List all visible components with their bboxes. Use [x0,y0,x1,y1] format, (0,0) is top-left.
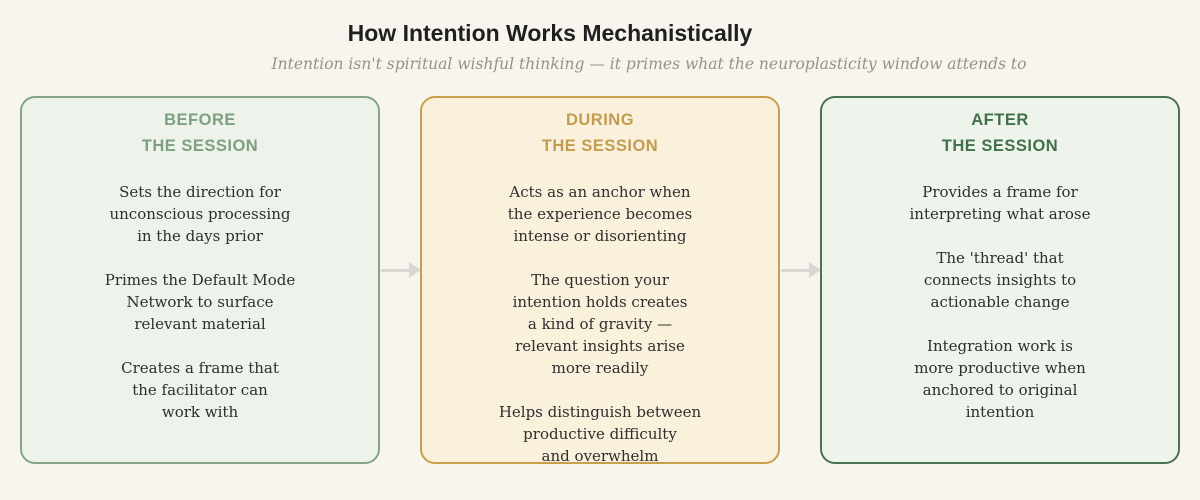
card-before-heading: BEFORE THE SESSION [141,111,259,155]
card-after-paragraph-1: Provides a frame for interpreting what a… [909,183,1091,223]
card-after-session: AFTER THE SESSION Provides a frame for i… [820,96,1180,464]
flow-arrow-during-to-after-icon [781,262,821,278]
card-before-paragraph-2: Primes the Default Mode Network to surfa… [104,271,296,333]
card-during-paragraph-1: Acts as an anchor when the experience be… [507,183,693,245]
card-after-paragraph-3: Integration work is more productive when… [914,337,1086,421]
card-before-paragraph-1: Sets the direction for unconscious proce… [109,183,291,245]
card-during-paragraph-3: Helps distinguish between productive dif… [498,403,702,465]
card-during-paragraph-2: The question your intention holds create… [512,271,688,377]
page-subtitle: Intention isn't spiritual wishful thinki… [271,55,1027,73]
arrow-line [781,268,812,272]
arrow-head [809,262,821,278]
arrow-line [381,268,412,272]
card-after-paragraph-2: The 'thread' that connects insights to a… [923,249,1077,311]
arrow-head [409,262,421,278]
card-after-heading: AFTER THE SESSION [941,111,1059,155]
flow-arrow-before-to-during-icon [381,262,421,278]
card-before-paragraph-3: Creates a frame that the facilitator can… [121,359,279,421]
card-during-session: DURING THE SESSION Acts as an anchor whe… [420,96,780,465]
card-before-session: BEFORE THE SESSION Sets the direction fo… [20,96,380,464]
page-title: How Intention Works Mechanistically [347,20,753,46]
card-during-heading: DURING THE SESSION [541,111,659,155]
